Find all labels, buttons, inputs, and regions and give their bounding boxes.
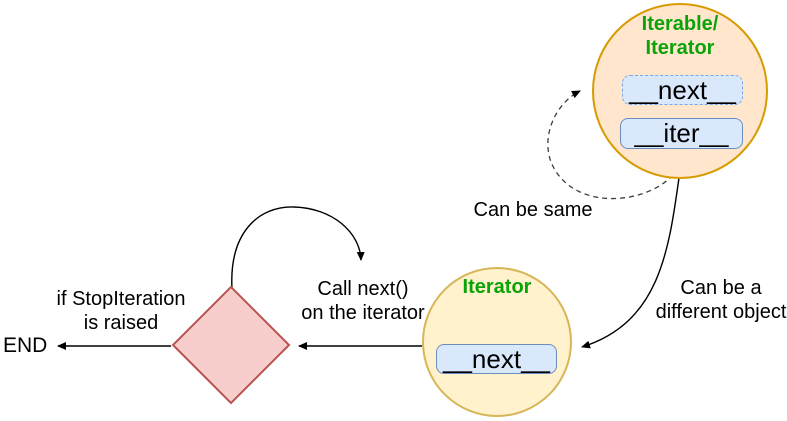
call-next-loop-arrow — [231, 206, 365, 290]
iterable-iter-method-box: __iter__ — [620, 118, 743, 149]
iterable-next-method-box: __next__ — [622, 75, 743, 105]
iterator-title: Iterator — [462, 276, 532, 298]
iterator-node — [422, 267, 572, 417]
iterator-next-method-label: __next__ — [443, 344, 550, 374]
iterator-next-method-box: __next__ — [436, 344, 557, 374]
can-be-different-label: Can be a different object — [655, 277, 787, 323]
iterable-iterator-title: Iterable/ Iterator — [641, 13, 719, 59]
iterable-next-method-label: __next__ — [629, 75, 736, 105]
call-next-label: Call next() on the iterator — [301, 278, 425, 324]
stop-iteration-label: if StopIteration is raised — [56, 288, 186, 334]
iterable-iter-method-label: __iter__ — [634, 118, 729, 148]
end-label: END — [3, 334, 48, 357]
can-be-same-label: Can be same — [473, 199, 593, 221]
